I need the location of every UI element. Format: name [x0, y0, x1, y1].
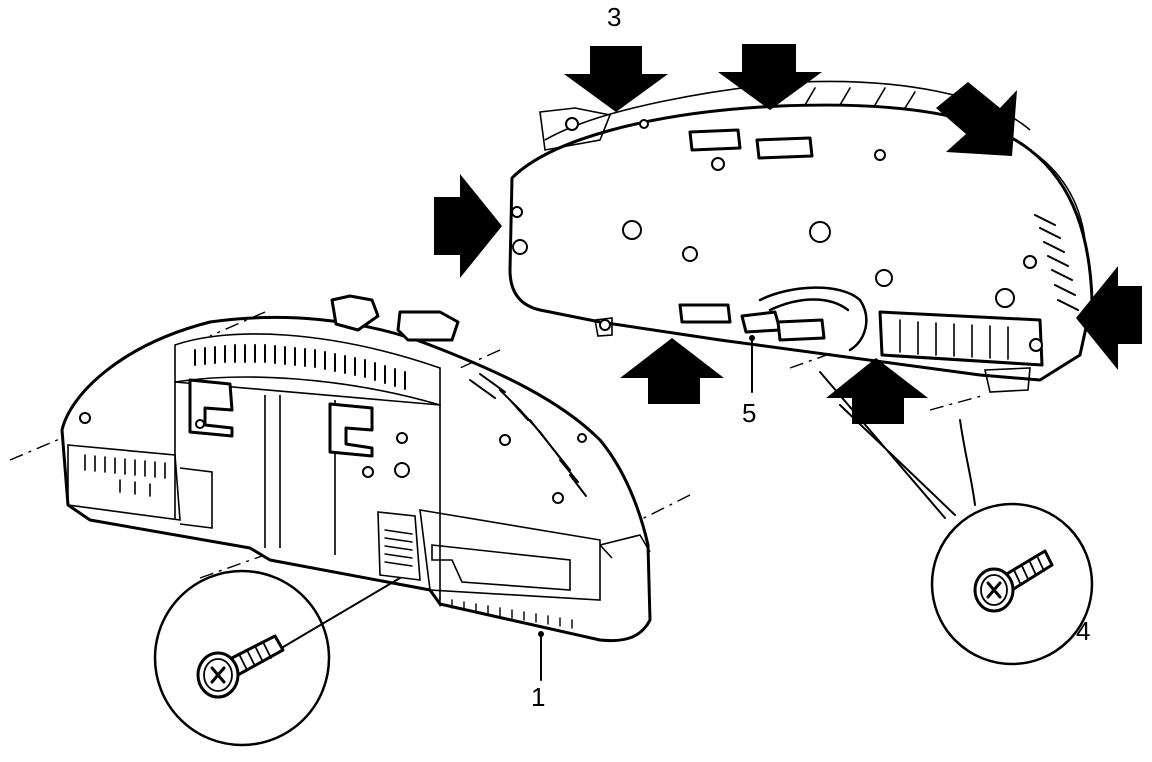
right-screw-detail — [819, 371, 1094, 666]
callout-5: 5 — [742, 335, 756, 428]
arrow-bottom-right — [826, 358, 928, 424]
arrow-top-left — [564, 46, 668, 112]
callout-1: 1 — [531, 631, 545, 712]
arrow-top-right — [936, 82, 1017, 156]
arrow-right — [1076, 266, 1142, 370]
arrow-bottom-left — [620, 338, 724, 404]
phillips-screw-icon — [973, 549, 1054, 613]
black-block-arrow-icon-group — [434, 44, 1142, 424]
callout-1-label: 1 — [531, 682, 545, 712]
arrow-left — [434, 174, 502, 278]
left-instrument-cluster — [9, 294, 691, 643]
callout-3: 3 — [607, 2, 621, 32]
right-instrument-cluster — [508, 80, 1094, 411]
hood-vents — [194, 344, 406, 390]
phillips-screw-icon — [196, 634, 285, 699]
callout-3-label: 3 — [607, 2, 621, 32]
arrow-top-middle — [718, 44, 822, 110]
left-screw-detail — [153, 569, 401, 747]
callout-4-label: 4 — [1076, 616, 1090, 646]
callout-5-label: 5 — [742, 398, 756, 428]
callout-4: 4 — [1076, 616, 1090, 646]
